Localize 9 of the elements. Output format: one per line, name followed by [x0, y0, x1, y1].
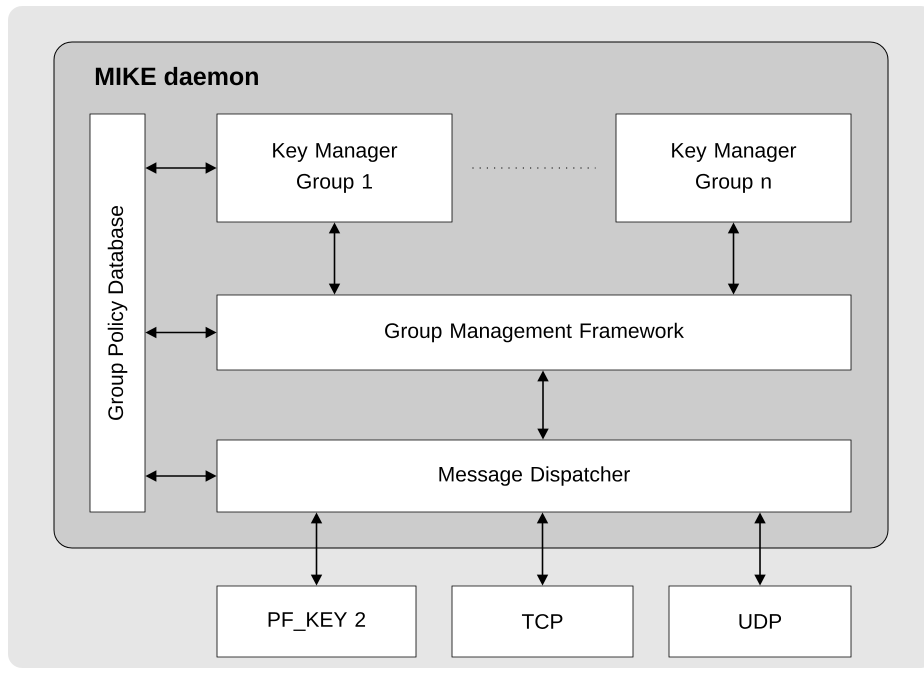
process-box: UDP	[668, 586, 852, 658]
process-box: TCP	[452, 586, 634, 658]
process-box: Key Manager Group 1	[216, 114, 452, 222]
database-box: Group Policy Database	[90, 114, 146, 512]
process-box: PF_KEY 2	[216, 586, 416, 658]
process-box: Group Management Framework	[216, 294, 852, 370]
process-box: Key Manager Group n	[616, 114, 852, 222]
container-heading: MIKE daemon	[96, 66, 258, 86]
process-box: Message Dispatcher	[216, 440, 852, 512]
